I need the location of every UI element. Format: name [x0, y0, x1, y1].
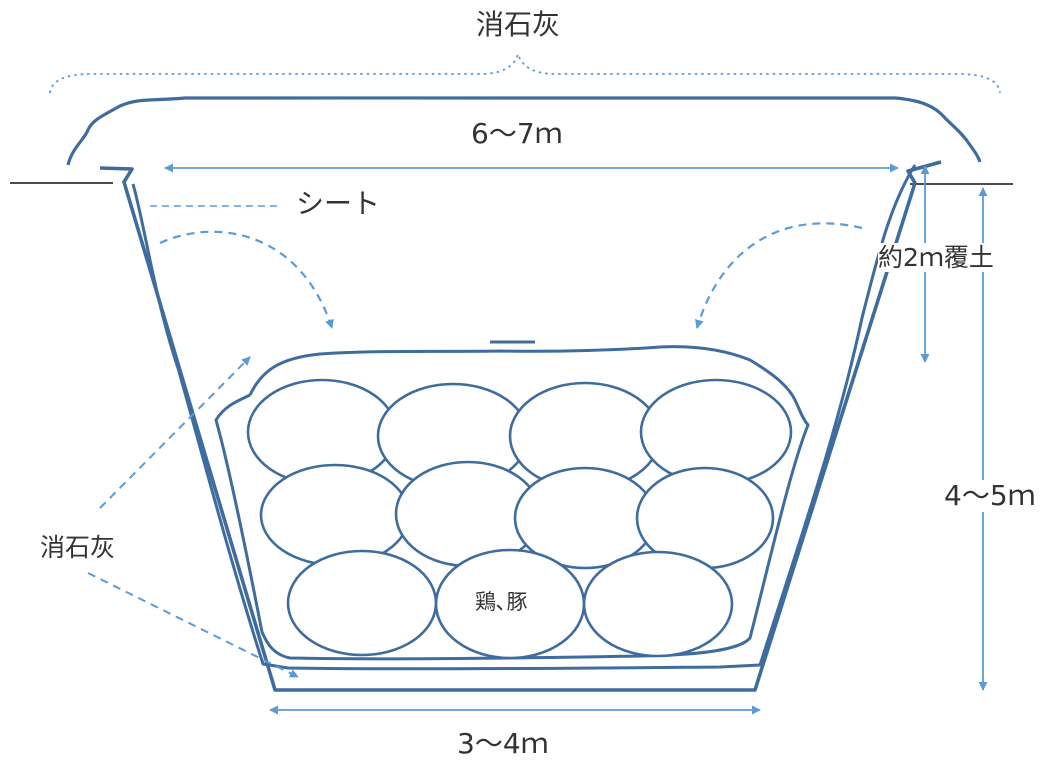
- carcass: [259, 463, 411, 567]
- lime-cover-layer: [214, 345, 810, 661]
- soil-mound: [66, 95, 982, 166]
- label-top-lime: 消石灰: [476, 8, 561, 41]
- top-lime-brace: [49, 50, 1001, 94]
- carcass-group: [246, 378, 793, 660]
- label-side-lime: 消石灰: [40, 533, 116, 562]
- sheet-liner: [131, 164, 917, 671]
- carcass: [286, 549, 438, 657]
- backfill-arrow-left: [159, 230, 334, 329]
- backfill-arrow-right: [695, 222, 863, 329]
- label-depth: 4〜5ｍ: [944, 479, 1036, 512]
- label-cover-soil: 約2ｍ覆土: [878, 243, 994, 272]
- side-lime-arrow-upper: [99, 356, 251, 509]
- label-top-width: 6〜7ｍ: [471, 117, 563, 150]
- label-contents: 鶏､豚: [475, 590, 528, 614]
- label-bottom-width: 3〜4ｍ: [457, 727, 549, 760]
- label-sheet: シート: [296, 187, 381, 220]
- side-lime-arrow-lower: [87, 572, 299, 678]
- carcass: [582, 550, 734, 658]
